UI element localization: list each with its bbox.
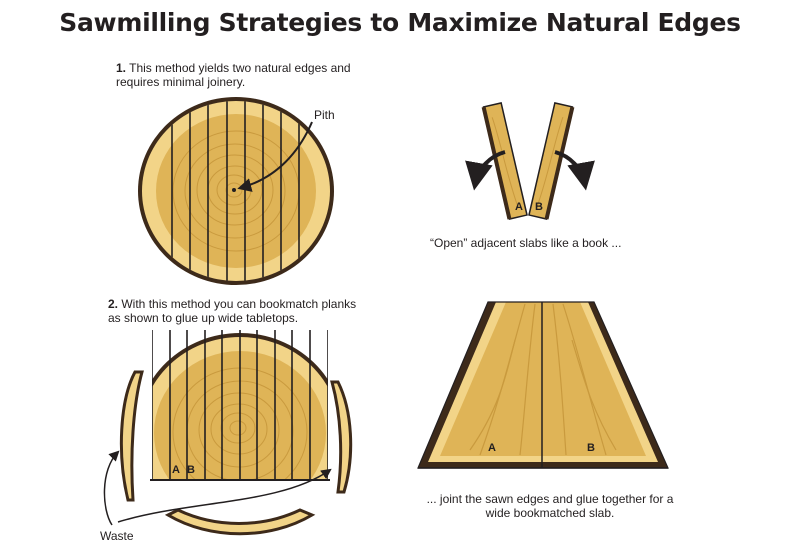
curved-arrow-left-icon	[465, 150, 506, 191]
plank-label-a: A	[172, 464, 180, 476]
open-step-caption: “Open” adjacent slabs like a book ...	[430, 236, 622, 250]
joined-label-a: A	[488, 442, 496, 454]
slab-label-b: B	[535, 201, 543, 213]
pointer-arrow-icon	[117, 468, 332, 523]
waste-slab-bottom	[164, 508, 316, 536]
method1-number: 1.	[116, 61, 127, 75]
method1-caption: 1. This method yields two natural edges …	[116, 61, 376, 89]
joined-bookmatched-slab: A B	[417, 301, 669, 469]
slab-face	[440, 302, 646, 456]
plank-label-b: B	[187, 464, 195, 476]
join-step-caption: ... joint the sawn edges and glue togeth…	[426, 492, 674, 520]
curved-arrow-right-icon	[554, 150, 595, 191]
method1-caption-text: This method yields two natural edges and…	[116, 61, 351, 89]
log-cross-section-1	[138, 97, 334, 285]
pointer-arrow-icon	[237, 121, 313, 192]
heartwood	[156, 114, 316, 268]
waste-slab-right	[330, 380, 353, 494]
log-cross-section-2: A B	[119, 330, 353, 536]
waste-slab-left	[119, 370, 144, 502]
slab-label-a: A	[515, 201, 523, 213]
waste-label: Waste	[100, 529, 134, 543]
method2-caption-text: With this method you can bookmatch plank…	[108, 297, 357, 325]
method2-caption: 2. With this method you can bookmatch pl…	[108, 297, 368, 325]
joined-label-b: B	[587, 442, 595, 454]
diagram-title: Sawmilling Strategies to Maximize Natura…	[59, 8, 741, 37]
open-slabs-illustration: A B	[481, 102, 575, 220]
pith-label: Pith	[314, 108, 335, 122]
pith-dot	[232, 188, 236, 192]
method2-number: 2.	[108, 297, 119, 311]
pointer-arrow-icon	[103, 450, 120, 526]
